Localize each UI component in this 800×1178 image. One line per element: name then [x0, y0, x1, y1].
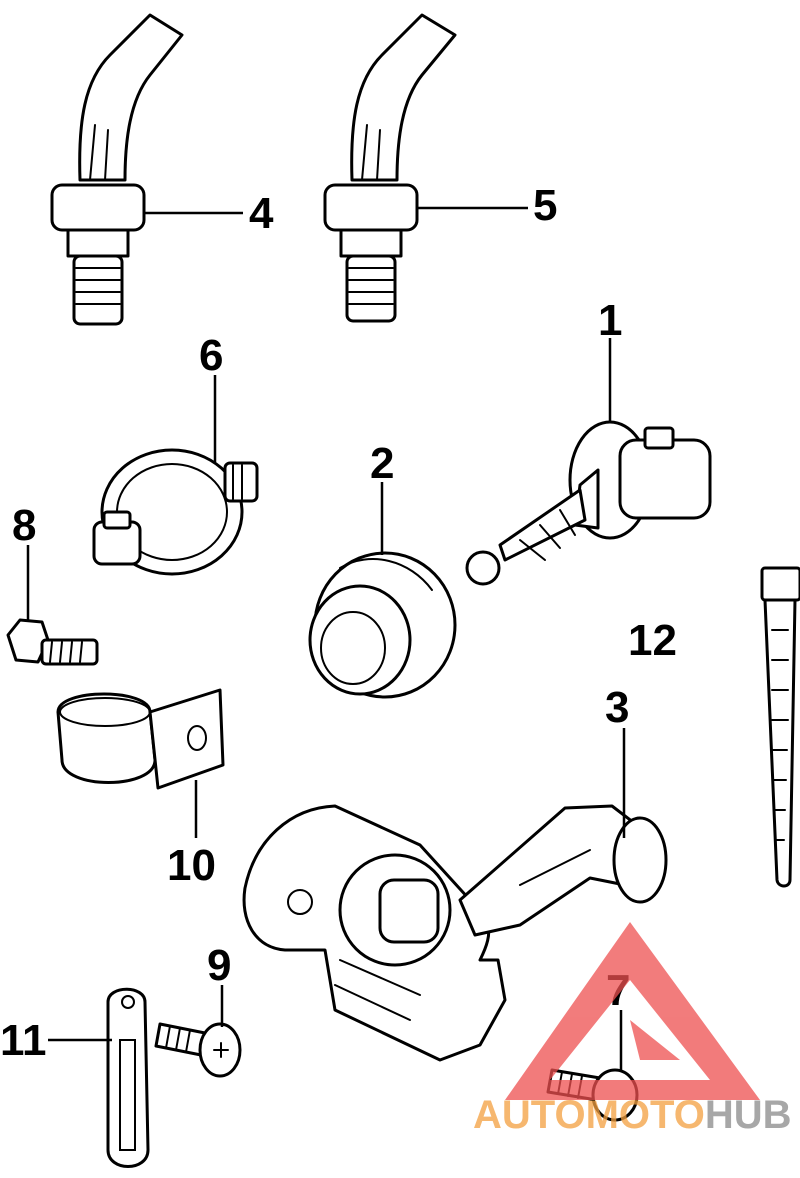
callout-4: 4: [249, 189, 274, 238]
watermark: AUTOMOTOHUB: [473, 922, 792, 1137]
callout-10: 10: [167, 841, 216, 890]
watermark-text: AUTOMOTOHUB: [473, 1093, 792, 1137]
part-9-screw: [154, 1022, 242, 1078]
part-1-bulb-socket: [465, 420, 712, 586]
callout-11: 11: [0, 1016, 47, 1065]
callout-1: 1: [598, 296, 622, 345]
part-10-clamp: [56, 688, 225, 790]
callout-2: 2: [370, 439, 394, 488]
callout-9: 9: [207, 941, 231, 990]
part-3-bracket: [242, 804, 668, 1062]
part-8-bolt: [6, 618, 99, 666]
leader-lines: [26, 206, 626, 1072]
callout-labels: 4 5 6 2 1 8 12 3 10 9 7 11: [0, 181, 677, 1065]
callout-6: 6: [199, 331, 223, 380]
part-2-grommet: [308, 551, 457, 699]
watermark-logo-icon: [505, 922, 760, 1100]
part-6-knock-sensor: [92, 448, 259, 576]
part-5-sensor: [323, 13, 457, 323]
part-12-cable-tie: [760, 566, 800, 888]
part-11-strap-clip: [106, 987, 150, 1168]
part-4-sensor: [50, 13, 184, 326]
callout-3: 3: [605, 683, 629, 732]
callout-12: 12: [628, 616, 677, 665]
callout-8: 8: [12, 501, 36, 550]
callout-5: 5: [533, 181, 557, 230]
